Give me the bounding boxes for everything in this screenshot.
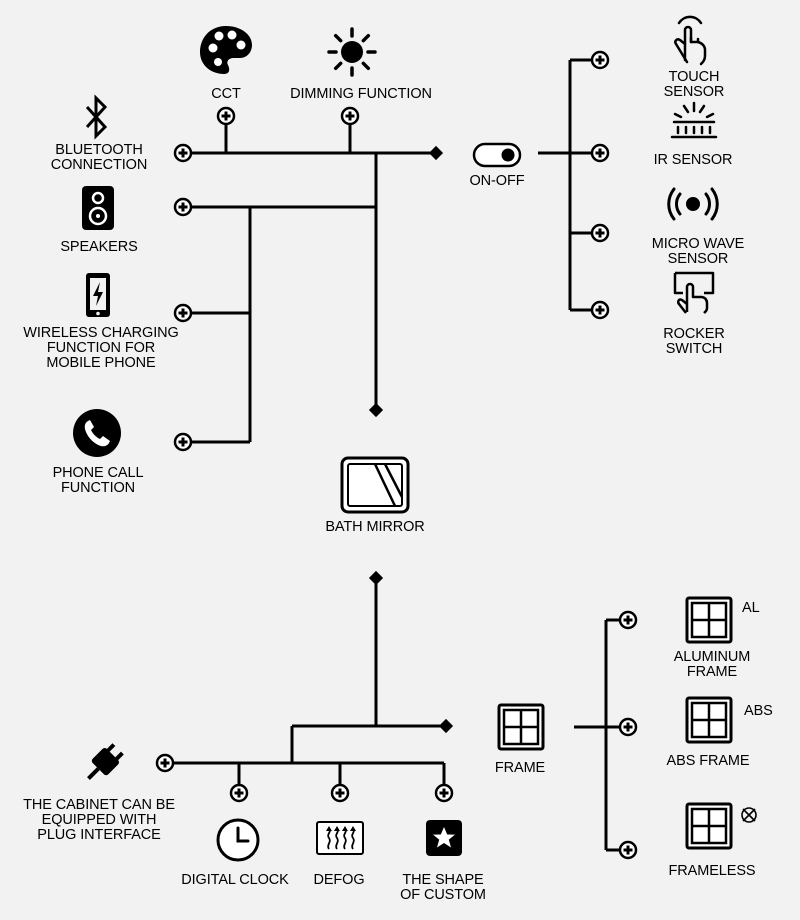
rocker-switch-icon [673, 271, 715, 314]
plus-connectors [155, 50, 638, 860]
phone-icon [73, 409, 121, 457]
plus-connector [173, 143, 193, 163]
endpoint-diamond [428, 145, 444, 161]
plus-connector [216, 106, 236, 126]
clock-icon [216, 818, 260, 862]
toggle-icon [472, 142, 522, 168]
digital-clock-label: DIGITAL CLOCK [181, 872, 289, 888]
bluetooth-icon [85, 94, 108, 140]
endpoint-diamond [368, 570, 384, 586]
plus-connector [340, 106, 360, 126]
defog-label: DEFOG [313, 872, 365, 888]
endpoint-diamond [368, 402, 384, 418]
touch-hand-icon [674, 15, 707, 66]
ir-sensor-label: IR SENSOR [653, 152, 733, 168]
cct-label: CCT [211, 86, 241, 102]
frameless-label: FRAMELESS [668, 863, 756, 879]
frameless-icon [685, 802, 733, 850]
bluetooth-label: BLUETOOTH CONNECTION [50, 142, 148, 173]
defog-icon [316, 821, 364, 855]
rocker-switch-label: ROCKER SWITCH [663, 326, 725, 357]
cabinet-plug-label: THE CABINET CAN BE EQUIPPED WITH PLUG IN… [23, 797, 175, 843]
speaker-icon [82, 186, 114, 230]
crossed-circle-icon [741, 807, 757, 823]
abs-frame-label: ABS FRAME [666, 753, 750, 769]
dimming-label: DIMMING FUNCTION [290, 86, 432, 102]
phone-charging-icon [86, 273, 110, 317]
speakers-label: SPEAKERS [60, 239, 138, 255]
on-off-label: ON-OFF [469, 173, 525, 189]
plus-connector [330, 783, 350, 803]
plus-connector [229, 783, 249, 803]
plus-connector [590, 143, 610, 163]
abs-frame-icon [685, 696, 733, 744]
plus-connector [434, 783, 454, 803]
plus-connector [618, 717, 638, 737]
palette-icon [200, 26, 252, 74]
frame-icon [497, 703, 545, 751]
plus-connector [590, 300, 610, 320]
plus-connector [173, 303, 193, 323]
plus-connector [618, 840, 638, 860]
micro-wave-sensor-label: MICRO WAVE SENSOR [651, 236, 745, 267]
custom-shape-label: THE SHAPE OF CUSTOM [400, 872, 486, 903]
plus-connector [173, 432, 193, 452]
sun-icon [327, 27, 377, 77]
frame-label: FRAME [494, 760, 546, 776]
microwave-sensor-icon [667, 187, 719, 221]
plus-connector [590, 223, 610, 243]
plus-connector [618, 610, 638, 630]
mirror-icon [340, 456, 410, 514]
wireless-charging-label: WIRELESS CHARGING FUNCTION FOR MOBILE PH… [23, 325, 179, 371]
aluminum-frame-icon [685, 596, 733, 644]
wire-endpoints [368, 145, 454, 734]
plus-connector [155, 753, 175, 773]
plug-icon [87, 743, 124, 780]
star-icon [426, 820, 462, 856]
touch-sensor-label: TOUCH SENSOR [663, 69, 725, 100]
abs-tag: ABS [744, 703, 773, 719]
phone-call-label: PHONE CALL FUNCTION [52, 465, 144, 496]
top-wires [165, 58, 628, 852]
aluminum-frame-label: ALUMINUM FRAME [673, 649, 751, 680]
endpoint-diamond [438, 718, 454, 734]
bath-mirror-label: BATH MIRROR [325, 519, 425, 535]
plus-connector [590, 50, 610, 70]
ir-sensor-icon [670, 101, 718, 139]
al-tag: AL [742, 600, 760, 616]
plus-connector [173, 197, 193, 217]
